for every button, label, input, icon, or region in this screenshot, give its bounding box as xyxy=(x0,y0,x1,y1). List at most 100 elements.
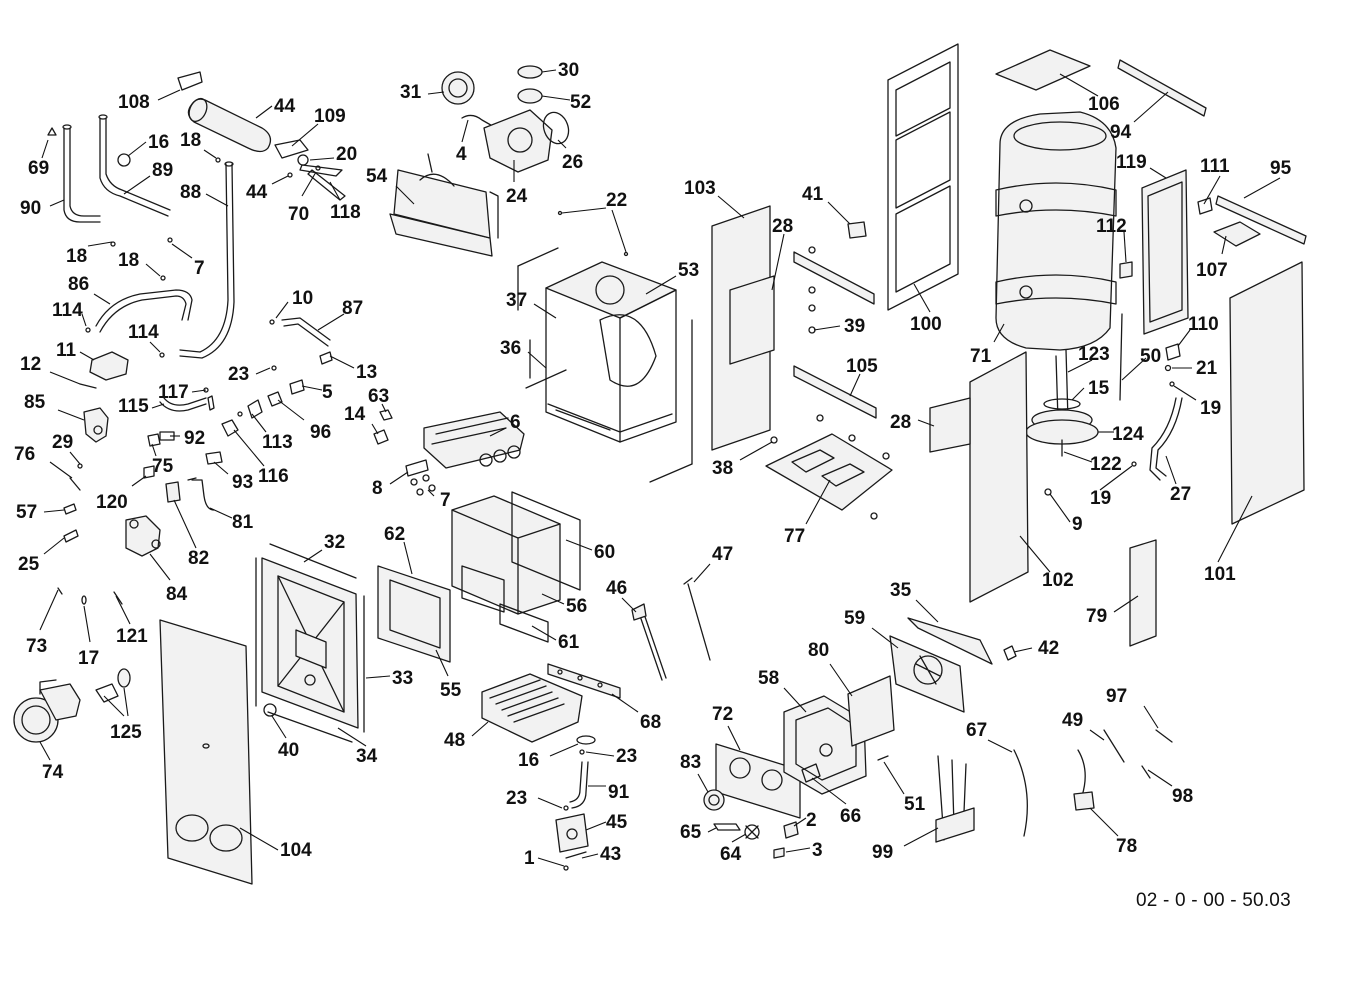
callout-35: 35 xyxy=(890,580,912,601)
callout-23: 23 xyxy=(616,746,637,767)
callout-2: 2 xyxy=(806,810,817,831)
callout-26: 26 xyxy=(562,152,583,173)
callout-75: 75 xyxy=(152,456,174,477)
callout-labels: 108 44 109 16 18 20 69 89 88 44 70 118 9… xyxy=(14,60,1292,869)
callout-16: 16 xyxy=(518,750,539,771)
callout-15: 15 xyxy=(1088,378,1110,399)
callout-20: 20 xyxy=(336,144,357,165)
callout-14: 14 xyxy=(344,404,366,425)
callout-38: 38 xyxy=(712,458,733,479)
callout-62: 62 xyxy=(384,524,405,545)
callout-79: 79 xyxy=(1086,606,1107,627)
callout-76: 76 xyxy=(14,444,35,465)
callout-98: 98 xyxy=(1172,786,1193,807)
callout-70: 70 xyxy=(288,204,309,225)
callout-80: 80 xyxy=(808,640,829,661)
callout-40: 40 xyxy=(278,740,299,761)
callout-43: 43 xyxy=(600,844,621,865)
callout-117: 117 xyxy=(158,382,189,403)
callout-66: 66 xyxy=(840,806,861,827)
callout-114: 114 xyxy=(52,300,83,321)
callout-52: 52 xyxy=(570,92,591,113)
callout-91: 91 xyxy=(608,782,630,803)
callout-119: 119 xyxy=(1116,152,1147,173)
callout-112: 112 xyxy=(1096,216,1127,237)
callout-107: 107 xyxy=(1196,260,1228,281)
callout-97: 97 xyxy=(1106,686,1127,707)
callout-24: 24 xyxy=(506,186,528,207)
callout-46: 46 xyxy=(606,578,627,599)
callout-28: 28 xyxy=(772,216,793,237)
callout-36: 36 xyxy=(500,338,521,359)
callout-33: 33 xyxy=(392,668,413,689)
callout-102: 102 xyxy=(1042,570,1074,591)
callout-13: 13 xyxy=(356,362,377,383)
callout-19: 19 xyxy=(1200,398,1221,419)
callout-37: 37 xyxy=(506,290,527,311)
callout-1: 1 xyxy=(524,848,535,869)
callout-9: 9 xyxy=(1072,514,1083,535)
callout-103: 103 xyxy=(684,178,716,199)
callout-17: 17 xyxy=(78,648,99,669)
callout-8: 8 xyxy=(372,478,383,499)
callout-10: 10 xyxy=(292,288,313,309)
callout-81: 81 xyxy=(232,512,254,533)
callout-58: 58 xyxy=(758,668,779,689)
callout-42: 42 xyxy=(1038,638,1059,659)
callout-84: 84 xyxy=(166,584,188,605)
callout-32: 32 xyxy=(324,532,345,553)
callout-31: 31 xyxy=(400,82,422,103)
callout-19: 19 xyxy=(1090,488,1111,509)
callout-104: 104 xyxy=(280,840,312,861)
callout-6: 6 xyxy=(510,412,521,433)
callout-12: 12 xyxy=(20,354,41,375)
callout-94: 94 xyxy=(1110,122,1132,143)
callout-111: 111 xyxy=(1200,156,1230,177)
callout-100: 100 xyxy=(910,314,942,335)
part-sketches xyxy=(13,43,1307,885)
callout-54: 54 xyxy=(366,166,388,187)
callout-115: 115 xyxy=(118,396,149,417)
callout-108: 108 xyxy=(118,92,150,113)
leader-lines xyxy=(39,69,1281,867)
callout-16: 16 xyxy=(148,132,169,153)
callout-90: 90 xyxy=(20,198,41,219)
callout-67: 67 xyxy=(966,720,987,741)
callout-125: 125 xyxy=(110,722,142,743)
callout-34: 34 xyxy=(356,746,378,767)
callout-109: 109 xyxy=(314,106,346,127)
callout-18: 18 xyxy=(180,130,201,151)
callout-57: 57 xyxy=(16,502,37,523)
callout-92: 92 xyxy=(184,428,205,449)
callout-96: 96 xyxy=(310,422,331,443)
callout-50: 50 xyxy=(1140,346,1161,367)
callout-28: 28 xyxy=(890,412,911,433)
callout-116: 116 xyxy=(258,466,289,487)
callout-105: 105 xyxy=(846,356,878,377)
callout-47: 47 xyxy=(712,544,733,565)
callout-7: 7 xyxy=(440,490,451,511)
callout-45: 45 xyxy=(606,812,628,833)
callout-44: 44 xyxy=(274,96,296,117)
callout-21: 21 xyxy=(1196,358,1218,379)
callout-48: 48 xyxy=(444,730,465,751)
callout-55: 55 xyxy=(440,680,462,701)
callout-110: 110 xyxy=(1188,314,1219,335)
callout-27: 27 xyxy=(1170,484,1191,505)
callout-68: 68 xyxy=(640,712,661,733)
callout-4: 4 xyxy=(456,144,467,165)
callout-60: 60 xyxy=(594,542,615,563)
callout-61: 61 xyxy=(558,632,580,653)
callout-7: 7 xyxy=(194,258,205,279)
callout-18: 18 xyxy=(66,246,87,267)
callout-99: 99 xyxy=(872,842,893,863)
callout-95: 95 xyxy=(1270,158,1292,179)
callout-121: 121 xyxy=(116,626,148,647)
callout-85: 85 xyxy=(24,392,46,413)
callout-77: 77 xyxy=(784,526,805,547)
callout-59: 59 xyxy=(844,608,865,629)
callout-83: 83 xyxy=(680,752,701,773)
callout-22: 22 xyxy=(606,190,627,211)
callout-114: 114 xyxy=(128,322,159,343)
callout-74: 74 xyxy=(42,762,64,783)
